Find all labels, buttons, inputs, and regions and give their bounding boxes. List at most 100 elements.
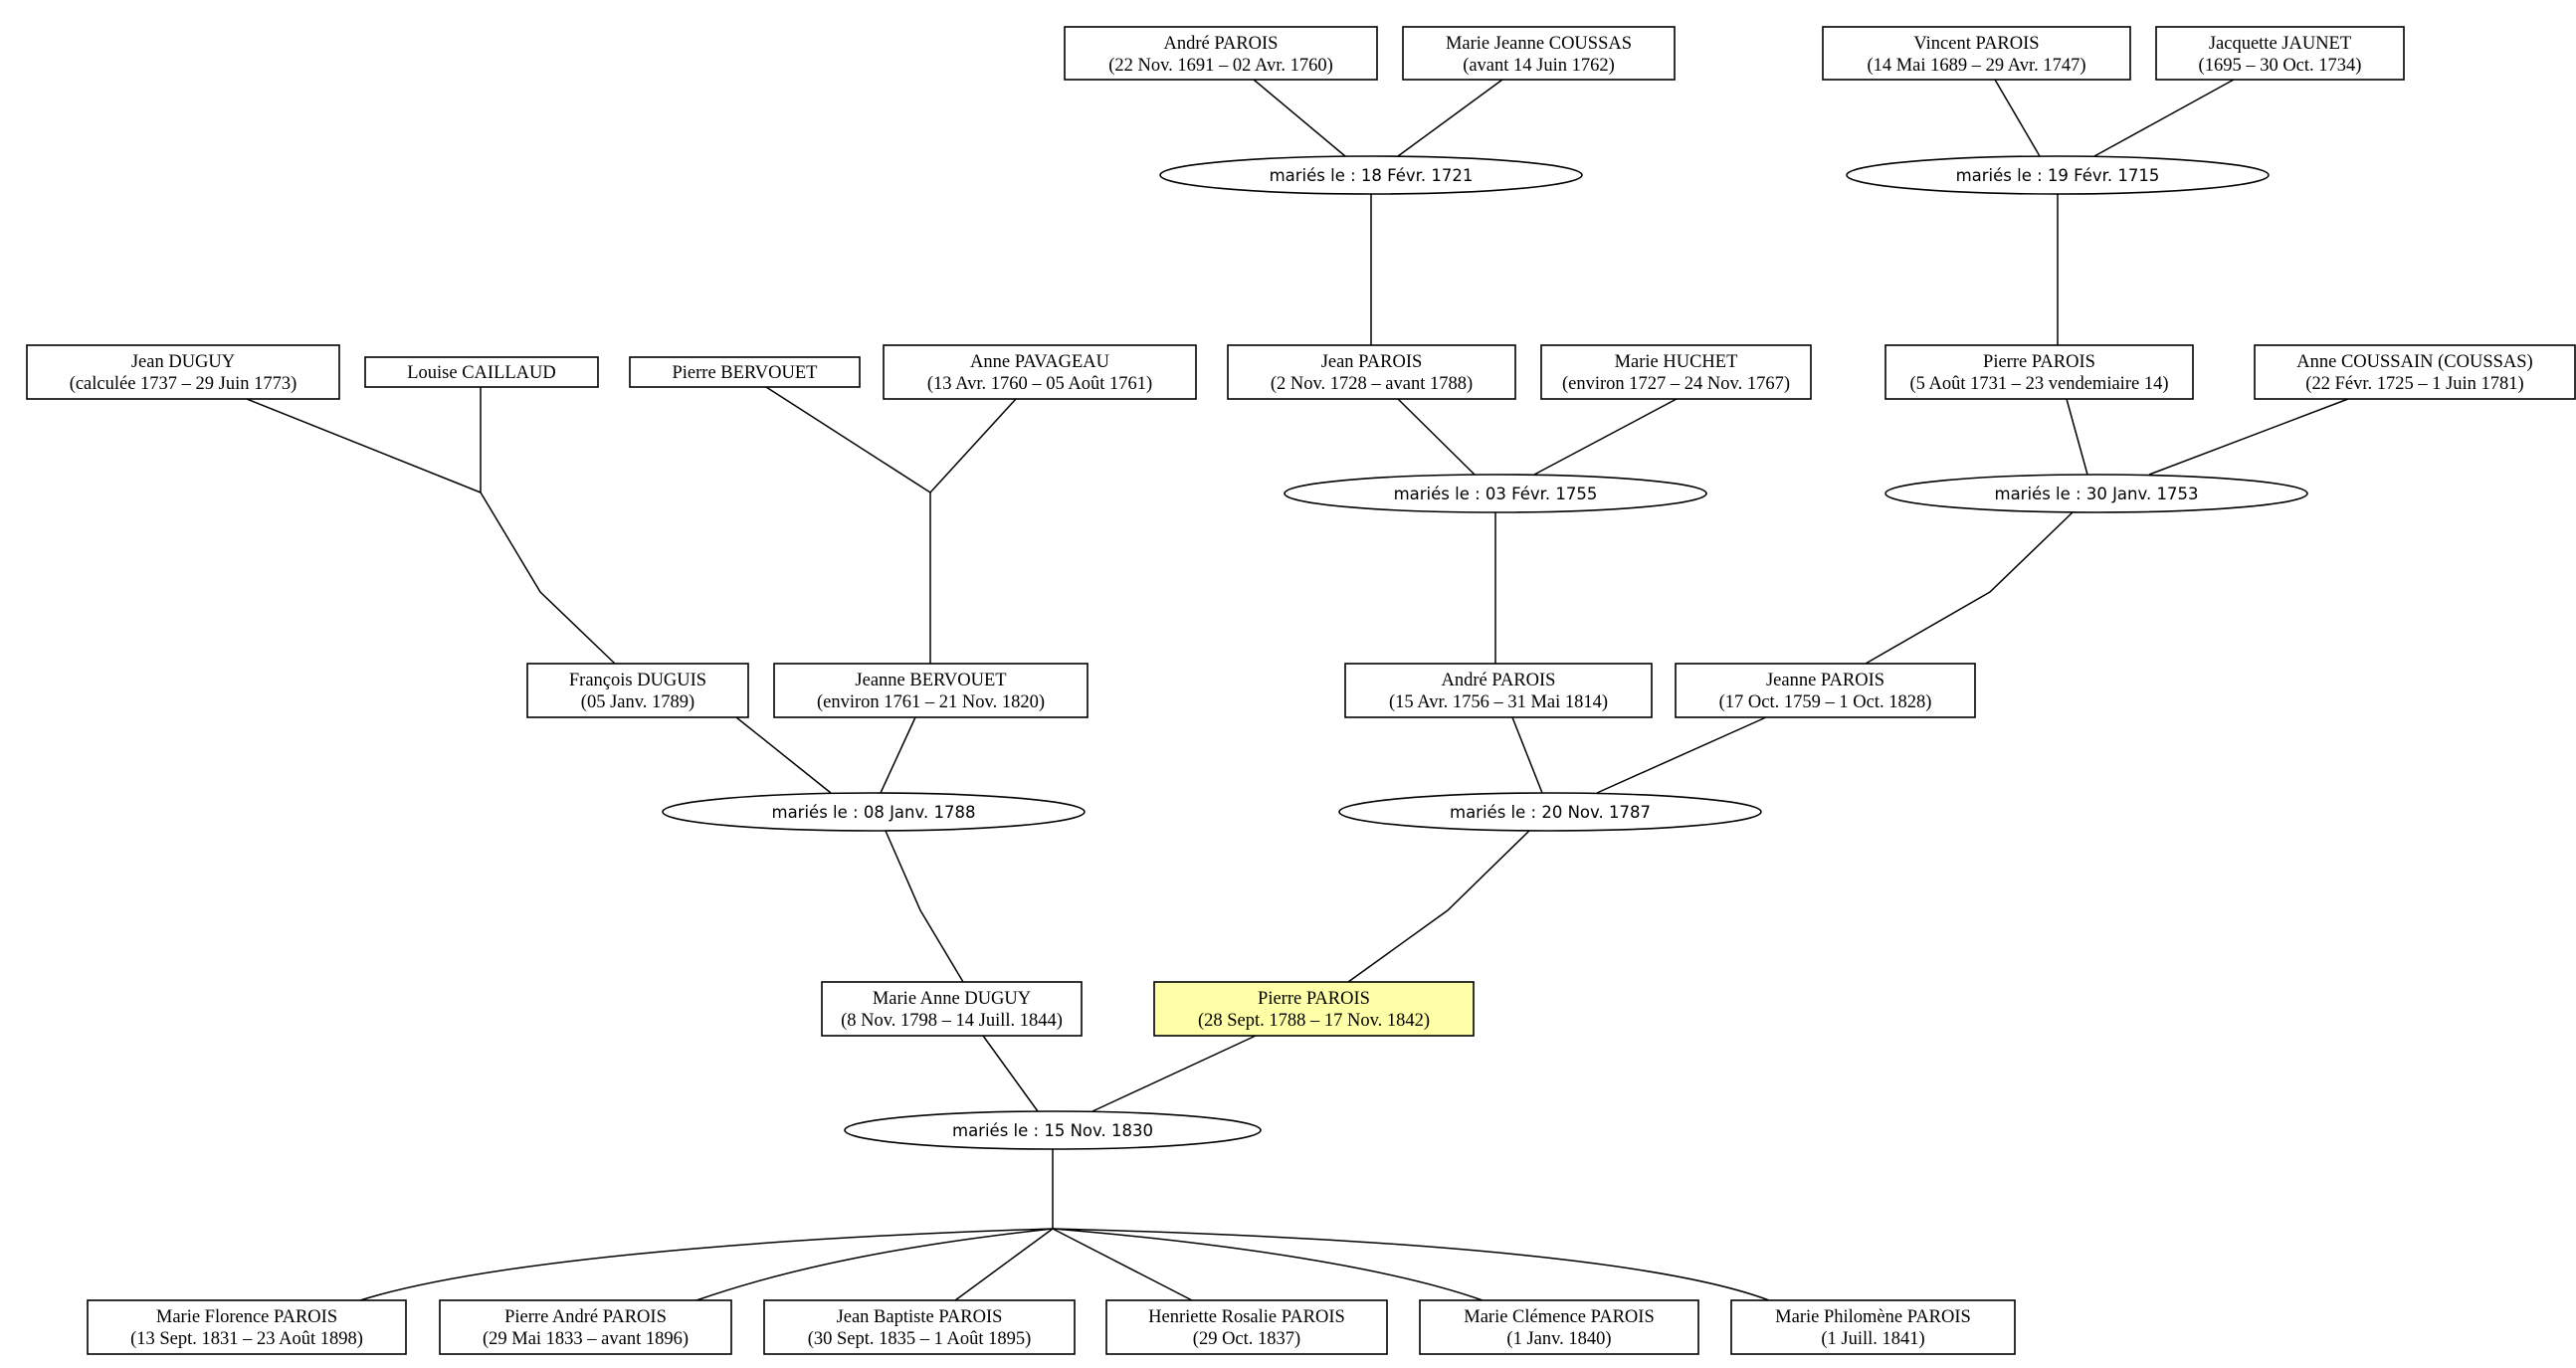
person-box-frame xyxy=(821,981,1083,1037)
person-box-frame xyxy=(2254,344,2576,400)
connector-line xyxy=(929,398,1017,493)
person-dates: (5 Août 1731 – 23 vendemiaire 14) xyxy=(1910,374,2169,394)
person-dates: (avant 14 Juin 1762) xyxy=(1463,56,1615,76)
person-box-jean-duguy[interactable]: Jean DUGUY(calculée 1737 – 29 Juin 1773) xyxy=(26,344,340,400)
connector-line xyxy=(359,1228,1054,1301)
person-name: Jeanne BERVOUET xyxy=(855,671,1006,690)
person-dates: (17 Oct. 1759 – 1 Oct. 1828) xyxy=(1719,692,1932,712)
marriage-node-u1755[interactable]: mariés le : 03 Févr. 1755 xyxy=(1284,474,1707,513)
person-box-pierre-1788[interactable]: Pierre PAROIS(28 Sept. 1788 – 17 Nov. 18… xyxy=(1153,981,1475,1037)
person-dates: (13 Avr. 1760 – 05 Août 1761) xyxy=(927,374,1152,394)
person-box-jeanne-bervouet[interactable]: Jeanne BERVOUET(environ 1761 – 21 Nov. 1… xyxy=(773,663,1089,718)
person-name: Marie Clémence PAROIS xyxy=(1464,1307,1655,1327)
person-box-marie-clemence[interactable]: Marie Clémence PAROIS(1 Janv. 1840) xyxy=(1419,1299,1699,1355)
person-dates: (1 Janv. 1840) xyxy=(1506,1329,1611,1349)
person-dates: (14 Mai 1689 – 29 Avr. 1747) xyxy=(1867,56,2085,76)
person-box-frame xyxy=(87,1299,407,1355)
person-box-frame xyxy=(1153,981,1475,1037)
person-box-andre-1756[interactable]: André PAROIS(15 Avr. 1756 – 31 Mai 1814) xyxy=(1344,663,1653,718)
person-dates: (05 Janv. 1789) xyxy=(581,692,694,712)
person-box-marie-philomene[interactable]: Marie Philomène PAROIS(1 Juill. 1841) xyxy=(1730,1299,2016,1355)
connector-line xyxy=(954,1228,1054,1301)
connector-line xyxy=(480,491,616,665)
connector-line xyxy=(2093,79,2235,157)
person-dates: (22 Nov. 1691 – 02 Avr. 1760) xyxy=(1108,56,1333,76)
person-box-frame xyxy=(1675,663,1976,718)
person-box-frame xyxy=(1884,344,2194,400)
marriage-ellipse xyxy=(1846,155,2270,195)
person-name: Jean PAROIS xyxy=(1321,352,1423,372)
marriage-node-u1721[interactable]: mariés le : 18 Févr. 1721 xyxy=(1159,155,1583,195)
connector-line xyxy=(1052,1228,1770,1301)
person-box-marie-anne[interactable]: Marie Anne DUGUY(8 Nov. 1798 – 14 Juill.… xyxy=(821,981,1083,1037)
marriage-ellipse xyxy=(844,1110,1262,1150)
connector-line xyxy=(1091,1035,1257,1112)
person-name: Louise CAILLAUD xyxy=(407,363,556,383)
person-box-andre-1691[interactable]: André PAROIS(22 Nov. 1691 – 02 Avr. 1760… xyxy=(1064,26,1378,81)
person-dates: (2 Nov. 1728 – avant 1788) xyxy=(1271,374,1473,394)
connector-line xyxy=(1994,79,2041,157)
person-box-pierre-andre[interactable]: Pierre André PAROIS(29 Mai 1833 – avant … xyxy=(439,1299,732,1355)
person-name: François DUGUIS xyxy=(569,671,706,690)
person-box-marie-florence[interactable]: Marie Florence PAROIS(13 Sept. 1831 – 23… xyxy=(87,1299,407,1355)
person-name: Marie Philomène PAROIS xyxy=(1775,1307,1971,1327)
person-dates: (28 Sept. 1788 – 17 Nov. 1842) xyxy=(1198,1011,1430,1031)
person-box-frame xyxy=(1064,26,1378,81)
connector-line xyxy=(1052,1228,1484,1301)
connector-line xyxy=(695,1228,1054,1301)
person-box-frame xyxy=(1105,1299,1388,1355)
person-box-francois[interactable]: François DUGUIS (05 Janv. 1789) xyxy=(526,663,749,718)
person-name: Jean Baptiste PAROIS xyxy=(837,1307,1003,1327)
person-box-marie-huchet[interactable]: Marie HUCHET(environ 1727 – 24 Nov. 1767… xyxy=(1540,344,1812,400)
connector-line xyxy=(885,830,964,983)
person-box-louise[interactable]: Louise CAILLAUD xyxy=(364,356,599,388)
person-box-jean-parois[interactable]: Jean PAROIS(2 Nov. 1728 – avant 1788) xyxy=(1227,344,1516,400)
person-dates: (13 Sept. 1831 – 23 Août 1898) xyxy=(130,1329,363,1349)
person-name: Henriette Rosalie PAROIS xyxy=(1148,1307,1345,1327)
person-box-pierre-bervouet[interactable]: Pierre BERVOUET xyxy=(629,356,861,388)
marriage-node-u1788[interactable]: mariés le : 08 Janv. 1788 xyxy=(662,792,1086,832)
marriage-ellipse xyxy=(1284,474,1707,513)
marriage-node-u1787[interactable]: mariés le : 20 Nov. 1787 xyxy=(1338,792,1762,832)
person-box-frame xyxy=(1730,1299,2016,1355)
person-box-frame xyxy=(883,344,1197,400)
marriage-ellipse xyxy=(1159,155,1583,195)
person-name: Anne PAVAGEAU xyxy=(970,352,1109,372)
person-box-frame xyxy=(439,1299,732,1355)
marriage-node-u1715[interactable]: mariés le : 19 Févr. 1715 xyxy=(1846,155,2270,195)
person-dates: (22 Févr. 1725 – 1 Juin 1781) xyxy=(2305,374,2523,394)
person-box-henriette[interactable]: Henriette Rosalie PAROIS(29 Oct. 1837) xyxy=(1105,1299,1388,1355)
connector-line xyxy=(1397,398,1476,476)
connector-line xyxy=(1052,1228,1193,1301)
person-name: Pierre BERVOUET xyxy=(673,363,818,383)
marriage-nodes: mariés le : 18 Févr. 1721 mariés le : 19 … xyxy=(662,155,2308,1150)
connector-line xyxy=(1253,79,1346,157)
person-name: Pierre PAROIS xyxy=(1983,352,2095,372)
marriage-node-u1830[interactable]: mariés le : 15 Nov. 1830 xyxy=(844,1110,1262,1150)
connector-line xyxy=(1533,398,1678,476)
person-name: André PAROIS xyxy=(1164,34,1279,54)
connector-line xyxy=(765,386,931,493)
marriage-ellipse xyxy=(1338,792,1762,832)
person-box-anne-pavageau[interactable]: Anne PAVAGEAU(13 Avr. 1760 – 05 Août 176… xyxy=(883,344,1197,400)
person-box-frame xyxy=(1540,344,1812,400)
person-box-jacquette[interactable]: Jacquette JAUNET(1695 – 30 Oct. 1734) xyxy=(2155,26,2405,81)
person-box-marie-jeanne[interactable]: Marie Jeanne COUSSAS(avant 14 Juin 1762) xyxy=(1402,26,1676,81)
person-box-jean-baptiste[interactable]: Jean Baptiste PAROIS(30 Sept. 1835 – 1 A… xyxy=(763,1299,1076,1355)
connector-line xyxy=(246,398,482,493)
person-box-pierre-1731[interactable]: Pierre PAROIS(5 Août 1731 – 23 vendemiai… xyxy=(1884,344,2194,400)
person-box-anne-coussain[interactable]: Anne COUSSAIN (COUSSAS)(22 Févr. 1725 – … xyxy=(2254,344,2576,400)
connector-line xyxy=(2148,398,2349,476)
person-box-frame xyxy=(526,663,749,718)
person-box-frame xyxy=(1419,1299,1699,1355)
person-box-vincent[interactable]: Vincent PAROIS(14 Mai 1689 – 29 Avr. 174… xyxy=(1822,26,2131,81)
person-name: Pierre André PAROIS xyxy=(504,1307,667,1327)
marriage-node-u1753[interactable]: mariés le : 30 Janv. 1753 xyxy=(1884,474,2308,513)
person-box-jeanne-parois[interactable]: Jeanne PAROIS(17 Oct. 1759 – 1 Oct. 1828… xyxy=(1675,663,1976,718)
person-box-frame xyxy=(763,1299,1076,1355)
person-dates: (29 Oct. 1837) xyxy=(1193,1329,1300,1349)
connector-line xyxy=(1596,716,1767,794)
marriage-label: mariés le : 08 Janv. 1788 xyxy=(772,803,976,822)
connector-line xyxy=(1865,511,2074,665)
